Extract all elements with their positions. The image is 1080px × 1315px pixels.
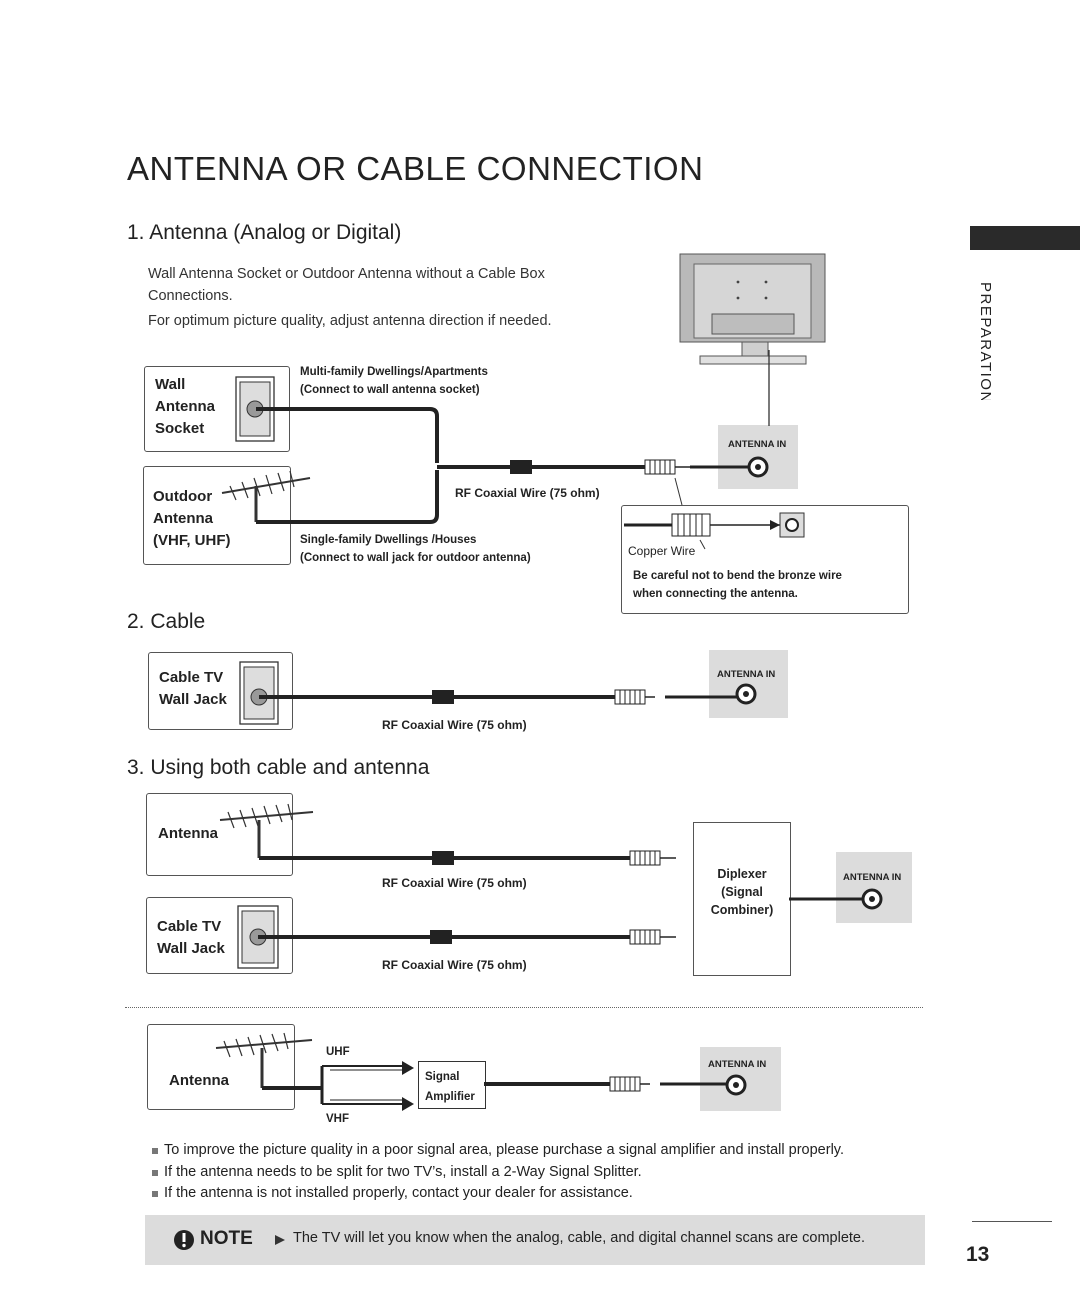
section2-rf-label: RF Coaxial Wire (75 ohm) [382, 718, 527, 732]
section3-rf-label-1: RF Coaxial Wire (75 ohm) [382, 876, 527, 890]
page-number: 13 [966, 1243, 990, 1266]
tip-item: If the antenna is not installed properly… [150, 1183, 844, 1205]
section-tab-marker [970, 226, 1080, 250]
section3-antenna-box: Antenna [146, 793, 293, 876]
section2-heading: 2. Cable [127, 610, 206, 633]
note-text: The TV will let you know when the analog… [293, 1230, 866, 1246]
note-label: NOTE [200, 1228, 253, 1249]
tips-list: To improve the picture quality in a poor… [150, 1140, 844, 1205]
note-bar: NOTE The TV will let you know when the a… [145, 1215, 925, 1265]
side-tab-label: PREPARATION [977, 282, 994, 400]
section3-cable-jack-label: Cable TV Wall Jack [157, 918, 225, 957]
section1-intro: Wall Antenna Socket or Outdoor Antenna w… [148, 263, 552, 332]
section-divider [125, 1007, 923, 1008]
uhf-label: UHF [326, 1046, 350, 1058]
diplexer-box: Diplexer (Signal Combiner) [693, 822, 791, 976]
tv-rear-illustration [679, 253, 826, 365]
warning-icon [174, 1230, 194, 1250]
signal-amplifier-label: Signal Amplifier [425, 1071, 475, 1103]
outdoor-antenna-box: Outdoor Antenna (VHF, UHF) [143, 466, 291, 565]
multi-family-note: Multi-family Dwellings/Apartments (Conne… [300, 366, 488, 396]
page-title: ANTENNA OR CABLE CONNECTION [127, 150, 704, 187]
section1-heading: 1. Antenna (Analog or Digital) [127, 221, 402, 244]
section3-rf-label-2: RF Coaxial Wire (75 ohm) [382, 958, 527, 972]
cable-wall-jack-label: Cable TV Wall Jack [159, 669, 227, 708]
copper-wire-detail-box: Copper Wire Be careful not to bend the b… [621, 505, 909, 614]
triangle-right-icon [275, 1235, 285, 1245]
amp-antenna-label: Antenna [169, 1072, 229, 1089]
section3-heading: 3. Using both cable and antenna [127, 756, 430, 779]
wall-antenna-label: Wall Antenna Socket [155, 376, 215, 437]
outdoor-antenna-label: Outdoor Antenna (VHF, UHF) [153, 488, 231, 549]
single-family-note: Single-family Dwellings /Houses (Connect… [300, 534, 531, 564]
section3-antenna-in-label: ANTENNA IN [843, 872, 902, 883]
amp-antenna-box: Antenna [147, 1024, 295, 1110]
tip-item: If the antenna needs to be split for two… [150, 1162, 844, 1184]
section3-antenna-in-panel [836, 852, 912, 923]
intro-line-2: Connections. [148, 288, 233, 304]
section3-antenna-label: Antenna [158, 825, 218, 842]
antenna-in-label: ANTENNA IN [728, 439, 787, 450]
signal-amplifier-box: Signal Amplifier [418, 1061, 486, 1109]
section2-antenna-in-label: ANTENNA IN [717, 669, 776, 680]
page-number-rule [972, 1221, 1052, 1222]
rf-coaxial-label: RF Coaxial Wire (75 ohm) [455, 486, 600, 500]
careful-note: Be careful not to bend the bronze wire w… [633, 570, 842, 600]
intro-line-3: For optimum picture quality, adjust ante… [148, 313, 552, 329]
intro-line-1: Wall Antenna Socket or Outdoor Antenna w… [148, 266, 545, 282]
amp-antenna-in-label: ANTENNA IN [708, 1059, 767, 1070]
vhf-label: VHF [326, 1113, 349, 1125]
svg-text:PREPARATION: PREPARATION [977, 282, 994, 400]
diplexer-label: Diplexer (Signal Combiner) [710, 867, 774, 917]
copper-wire-label: Copper Wire [628, 544, 696, 558]
tip-item: To improve the picture quality in a poor… [150, 1140, 844, 1162]
